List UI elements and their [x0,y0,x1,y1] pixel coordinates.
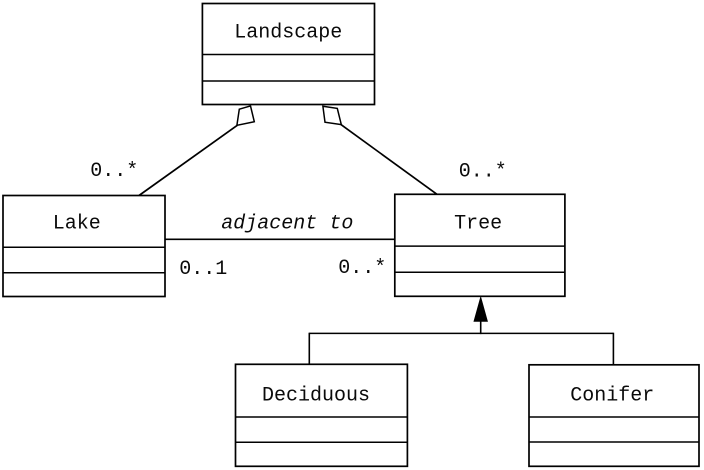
svg-text:adjacent to: adjacent to [221,213,353,236]
svg-text:Tree: Tree [454,213,502,236]
svg-text:Deciduous: Deciduous [262,385,370,408]
svg-text:0..*: 0..* [90,160,138,183]
svg-text:Landscape: Landscape [234,22,342,45]
svg-text:0..*: 0..* [338,257,386,280]
svg-text:Lake: Lake [53,212,101,235]
svg-text:Conifer: Conifer [570,385,654,408]
svg-text:0..*: 0..* [459,160,507,183]
svg-text:0..1: 0..1 [179,258,227,281]
